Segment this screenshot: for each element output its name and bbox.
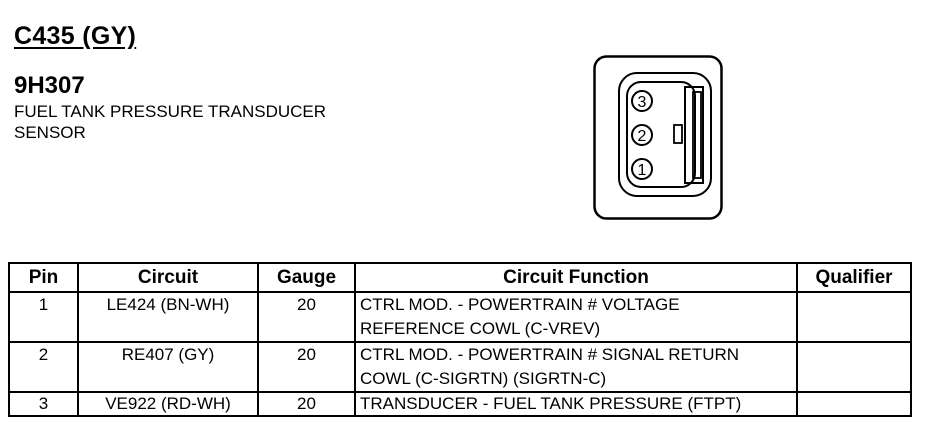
function-line: REFERENCE COWL (C-VREV) <box>360 319 601 338</box>
cell-qualifier <box>796 291 912 343</box>
cell-gauge: 20 <box>257 341 356 393</box>
table-header-row: Pin Circuit Gauge Circuit Function Quali… <box>8 262 912 293</box>
header-pin: Pin <box>8 262 79 293</box>
cell-pin: 1 <box>8 291 79 343</box>
locking-tab-inner <box>692 91 702 179</box>
pin-cavity-block <box>626 81 696 188</box>
component-description-line: SENSOR <box>14 123 86 142</box>
cell-circuit: LE424 (BN-WH) <box>77 291 259 343</box>
connector-outer-shell <box>593 55 723 220</box>
header-qualifier: Qualifier <box>796 262 912 293</box>
header-circuit: Circuit <box>77 262 259 293</box>
pinout-table: Pin Circuit Gauge Circuit Function Quali… <box>8 262 912 417</box>
connector-face-diagram: 3 2 1 <box>593 55 723 220</box>
pin-1-label: 1 <box>638 162 647 179</box>
locking-tab-outer <box>684 86 704 184</box>
pin-1: 1 <box>631 158 653 180</box>
header-gauge: Gauge <box>257 262 356 293</box>
pin-2: 2 <box>631 124 653 146</box>
cell-qualifier <box>796 391 912 417</box>
component-description-line: FUEL TANK PRESSURE TRANSDUCER <box>14 102 327 121</box>
pin-2-circle <box>631 124 653 146</box>
cell-circuit: VE922 (RD-WH) <box>77 391 259 417</box>
connector-id: C435 (GY) <box>14 22 137 50</box>
function-line: TRANSDUCER - FUEL TANK PRESSURE (FTPT) <box>360 394 742 413</box>
pin-3: 3 <box>631 90 653 112</box>
cell-circuit: RE407 (GY) <box>77 341 259 393</box>
cell-qualifier <box>796 341 912 393</box>
cell-gauge: 20 <box>257 391 356 417</box>
cell-pin: 3 <box>8 391 79 417</box>
pin-3-label: 3 <box>638 94 647 111</box>
cell-circuit-function: CTRL MOD. - POWERTRAIN # VOLTAGE REFEREN… <box>354 291 798 343</box>
cell-gauge: 20 <box>257 291 356 343</box>
connector-inner-housing <box>618 72 712 197</box>
function-line: CTRL MOD. - POWERTRAIN # VOLTAGE <box>360 295 680 314</box>
locking-latch <box>673 124 683 144</box>
table-row: 2 RE407 (GY) 20 CTRL MOD. - POWERTRAIN #… <box>8 341 912 393</box>
cell-pin: 2 <box>8 341 79 393</box>
pin-1-circle <box>631 158 653 180</box>
pin-3-circle <box>631 90 653 112</box>
table-row: 3 VE922 (RD-WH) 20 TRANSDUCER - FUEL TAN… <box>8 391 912 417</box>
function-line: COWL (C-SIGRTN) (SIGRTN-C) <box>360 369 607 388</box>
table-row: 1 LE424 (BN-WH) 20 CTRL MOD. - POWERTRAI… <box>8 291 912 343</box>
function-line: CTRL MOD. - POWERTRAIN # SIGNAL RETURN <box>360 345 740 364</box>
cell-circuit-function: CTRL MOD. - POWERTRAIN # SIGNAL RETURN C… <box>354 341 798 393</box>
pin-2-label: 2 <box>638 128 647 145</box>
cell-circuit-function: TRANSDUCER - FUEL TANK PRESSURE (FTPT) <box>354 391 798 417</box>
component-description: FUEL TANK PRESSURE TRANSDUCER SENSOR <box>14 101 434 143</box>
component-id: 9H307 <box>14 72 85 99</box>
header-circuit-function: Circuit Function <box>354 262 798 293</box>
